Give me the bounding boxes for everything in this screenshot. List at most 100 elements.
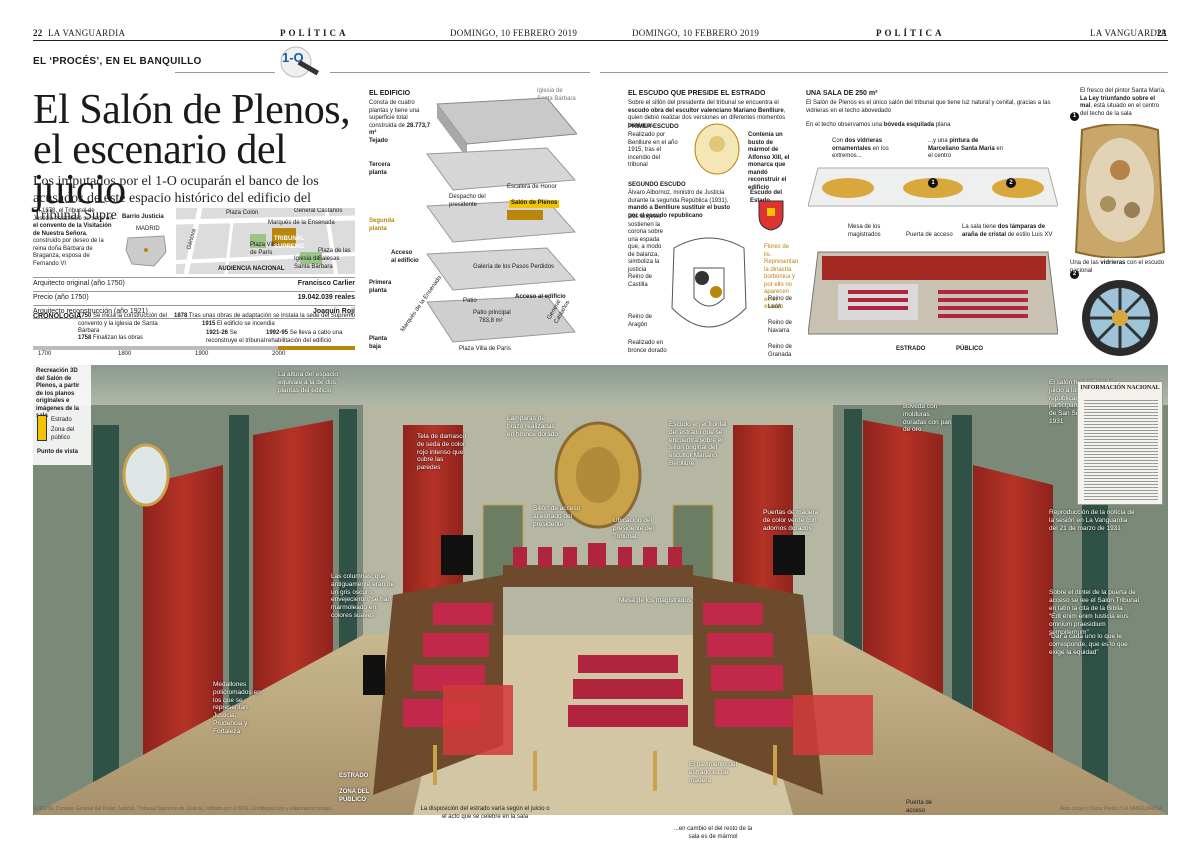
hall-tela: Tela de damasco de seda de color rojo in… (417, 433, 467, 472)
vidriera-pre: Una de las (1070, 260, 1101, 266)
floor-segunda: Segunda planta (369, 218, 395, 232)
building-desc-text: Consta de cuatro plantas y tiene una sup… (369, 100, 420, 129)
floor-baja: Planta baja (369, 336, 388, 350)
tag-estrado: ESTRADO (339, 773, 369, 779)
building-desc: Consta de cuatro plantas y tiene una sup… (369, 100, 433, 138)
sala-vidrieras: Con dos vidrieras ornamentales en los ex… (832, 138, 916, 161)
escudo-second-bold: mandó a Benlliure sustituir el busto por… (628, 205, 731, 219)
fact-row: Arquitecto reconstrucción (año 1921)Joaq… (33, 304, 355, 320)
map-audiencia: AUDIENCIA NACIONAL (218, 266, 285, 272)
sala-lamparas: La sala tiene dos lámparas de araña de c… (962, 224, 1062, 239)
map-plaza-colon: Plaza Colón (226, 210, 259, 216)
label-despacho: Despacho del presidente (449, 194, 486, 208)
escudo-leon: Reino de León (768, 296, 793, 310)
headline-line-2: el escenario del juicio (33, 127, 287, 213)
hall-scene (33, 365, 1168, 815)
map-plaza-villa: Plaza Villa de París (250, 242, 278, 256)
fact-label: Arquitecto original (año 1750) (33, 280, 125, 287)
header-rule (33, 40, 1168, 41)
map-streets (176, 208, 355, 274)
escudo-granada: Reino de Granada (768, 344, 793, 358)
timeline-axis-1800: 1800 (118, 351, 132, 357)
hall-marmol: ...en cambio el del resto de la sala es … (673, 826, 753, 840)
kicker-rule-page2 (600, 72, 1168, 73)
escudo-aragon: Reino de Aragón (628, 314, 653, 328)
republican-shield-drawing (671, 237, 747, 328)
label-patio-area: 783,8 m² (479, 318, 503, 324)
intro-bold: el convento de la Visitación de Nuestra … (33, 223, 112, 237)
timeline-event: 1992-95 Se lleva a cabo una rehabilitaci… (266, 330, 356, 345)
building-section: EL EDIFICIO Consta de cuatro plantas y t… (367, 88, 577, 358)
fresco-bold: La Ley triunfando sobre el mal (1080, 95, 1156, 110)
floor-tercera: Tercera planta (369, 162, 391, 176)
escudo-navarra: Reino de Navarra (768, 320, 793, 334)
state-shield-icon (758, 200, 784, 231)
boveda-bold: bóveda esquilada (883, 122, 935, 128)
fact-value: Francisco Carlier (297, 280, 355, 287)
sala-publico: PÚBLICO (956, 346, 983, 352)
label-galeria: Galería de los Pasos Perdidos (473, 264, 555, 270)
label-acceso-right: Acceso al edificio (515, 294, 566, 300)
newspaper-text-lines (1084, 400, 1158, 500)
left-date: DOMINGO, 10 FEBRERO 2019 (450, 28, 578, 38)
gavel-logo: 1-O (276, 44, 326, 78)
escudo-title: EL ESCUDO QUE PRESIDE EL ESTRADO (628, 90, 766, 97)
hall-escudo: Escudo en el frontal del estrado que se … (669, 421, 727, 467)
escudo-desc: Sobre el sillón del presidente del tribu… (628, 100, 794, 130)
escudo-second-pre: Álvaro Albornoz, ministro de Justicia du… (628, 190, 729, 204)
map-plaza-salesas: Plaza de las Salesas (318, 248, 351, 262)
vidrieras-post: en los extremos... (832, 145, 889, 160)
event-year: 1921-26 (206, 330, 229, 336)
tag-zona: ZONA DEL PÚBLICO (339, 789, 370, 803)
room-cutaway-illustration (808, 251, 1058, 335)
deck: Los imputados por el 1-O ocuparán el ban… (33, 174, 319, 223)
escudo-second-text: Álvaro Albornoz, ministro de Justicia du… (628, 190, 740, 220)
footer-source: FUENTE: Consejo General del Poder Judici… (33, 806, 332, 812)
sala-puerta: Puerta de acceso (906, 232, 953, 238)
right-date: DOMINGO, 10 FEBRERO 2019 (632, 28, 760, 38)
event-text: Se inicia la construcción del convento y… (78, 313, 168, 334)
kicker-rule-left (175, 72, 275, 73)
escudo-castilla: Reino de Castilla (628, 274, 653, 288)
event-year: 1750 (78, 313, 92, 319)
intro-pre: En 1878, el Tribunal de Justicia estable… (33, 208, 113, 222)
vidriera-bold: vidrieras (1100, 260, 1126, 266)
fact-label: Arquitecto reconstrucción (año 1921) (33, 307, 148, 315)
timeline-title: CRONOLOGÍA (33, 313, 82, 320)
vidrieras-bold: dos vidrieras ornamentales (832, 138, 883, 152)
label-patio-principal: Patio principal (473, 310, 511, 316)
hall-cita-1: “Erit enim enim Iusticia eius omnium pra… (1049, 613, 1129, 636)
sala-pintura: ...y una pintura de Marceliano Santa Mar… (928, 138, 1008, 161)
label-plaza-villa: Plaza Villa de París (459, 346, 511, 352)
hall-puertas: Puertas de madera de color verde con ado… (763, 509, 819, 532)
sala-boveda: En el techo observamos una bóveda esquil… (806, 122, 950, 130)
fact-value: 19.042.039 reales (297, 293, 355, 301)
event-year: 1992-95 (266, 330, 289, 336)
map-city: MADRID (136, 226, 160, 232)
floor-primera: Primera planta (369, 280, 392, 294)
escudo-section: EL ESCUDO QUE PRESIDE EL ESTRADO Sobre e… (628, 88, 798, 358)
kicker-rule-right (330, 72, 590, 73)
pintura-bold: pintura de Marceliano Santa María (928, 138, 995, 152)
legend-zona: Zona del público (51, 427, 75, 441)
escudo-first-text: Realizado por Benlliure en el año 1915, … (628, 132, 678, 168)
stained-glass-window (1082, 280, 1158, 356)
escudo-second-title: SEGUNDO ESCUDO (628, 182, 686, 188)
timeline-event: 1915 El edificio se incendia (202, 321, 322, 329)
pintura-pre: ...y una (928, 138, 950, 144)
map-marques: Marqués de la Ensenada (268, 220, 335, 226)
hall-illustration: Recreación 3D del Salón de Plenos, a par… (33, 365, 1168, 815)
fresco-painting (1074, 124, 1166, 258)
timeline-event: 1758 Finalizan las obras (78, 335, 168, 343)
event-text: Tras unas obras de adaptación se instala… (188, 313, 356, 319)
kicker: EL ‘PROCÉS’, EN EL BANQUILLO (33, 56, 202, 67)
hall-lamparas: Lámparas de brazo realizadas en bronce d… (507, 415, 558, 438)
fact-row: Precio (año 1750)19.042.039 reales (33, 290, 355, 305)
timeline-bar-highlight (278, 346, 355, 350)
hall-puerta-acceso: Puerta de acceso (906, 800, 933, 814)
floor-tejado: Tejado (369, 138, 388, 144)
event-year: 1758 (78, 335, 92, 341)
timeline-event: 1921-26 Se reconstruye el tribunal (206, 330, 266, 345)
sala-estrado: ESTRADO (896, 346, 926, 352)
map-inset: Barrio Justicia MADRID (118, 208, 176, 274)
